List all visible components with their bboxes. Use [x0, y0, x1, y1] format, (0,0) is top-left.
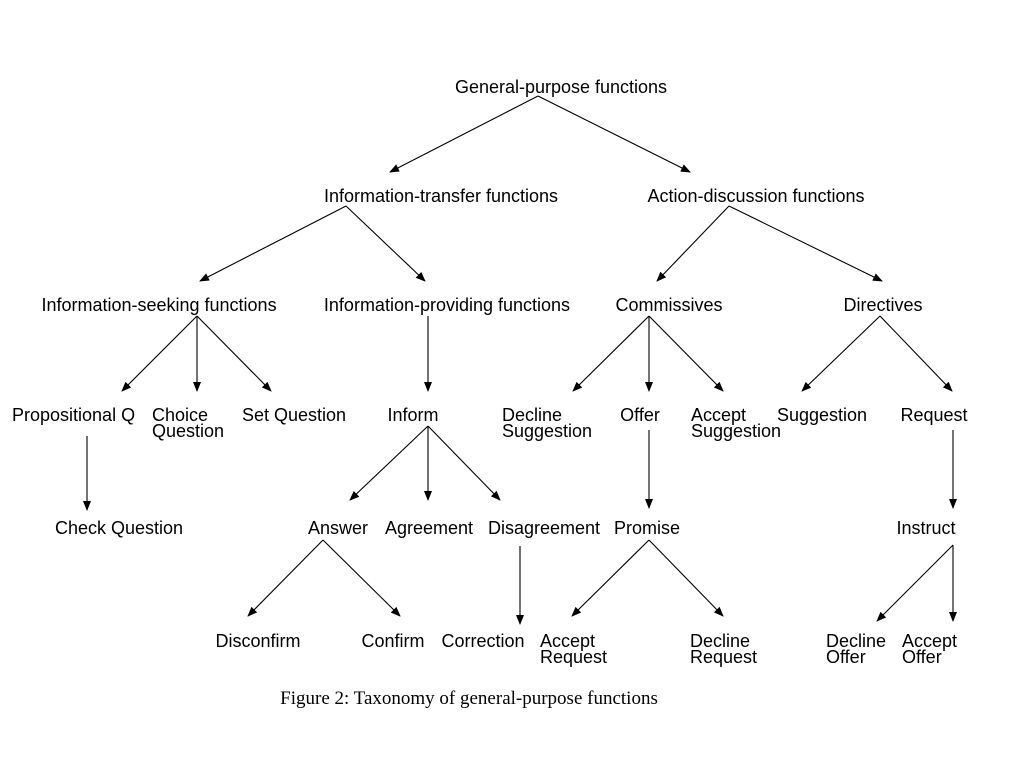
node-decline-offer-line-1: Decline [826, 631, 886, 651]
node-accept-request-line-1: Accept [540, 631, 595, 651]
node-choice-question-line-2: Question [152, 421, 224, 441]
node-info-seeking: Information-seeking functions [41, 295, 276, 315]
edge-answer-to-confirm [322, 539, 401, 617]
node-action-discussion: Action-discussion functions [647, 186, 864, 206]
edge-action-discussion-to-commissives [656, 205, 730, 282]
edge-directives-to-suggestion [801, 315, 881, 392]
node-directives: Directives [843, 295, 922, 315]
node-agreement: Agreement [385, 518, 473, 538]
node-commissives-line-1: Commissives [615, 295, 722, 315]
node-accept-offer-line-2: Offer [902, 647, 942, 667]
node-promise-line-1: Promise [614, 518, 680, 538]
node-decline-offer-line-2: Offer [826, 647, 866, 667]
node-confirm: Confirm [361, 631, 424, 651]
node-info-providing: Information-providing functions [324, 295, 570, 315]
edge-general-to-action-discussion [537, 95, 691, 173]
node-promise: Promise [614, 518, 680, 538]
node-info-transfer: Information-transfer functions [324, 186, 558, 206]
node-general: General-purpose functions [455, 77, 667, 97]
node-request-line-1: Request [900, 405, 967, 425]
node-directives-line-1: Directives [843, 295, 922, 315]
node-disconfirm: Disconfirm [215, 631, 300, 651]
node-instruct-line-1: Instruct [896, 518, 955, 538]
node-disagreement-line-1: Disagreement [488, 518, 600, 538]
node-inform-line-1: Inform [387, 405, 438, 425]
edge-directives-to-request [879, 315, 953, 392]
node-decline-request-line-2: Request [690, 647, 757, 667]
node-answer: Answer [308, 518, 368, 538]
figure-caption: Figure 2: Taxonomy of general-purpose fu… [280, 688, 658, 709]
node-offer: Offer [620, 405, 660, 425]
node-correction: Correction [441, 631, 524, 651]
node-disagreement: Disagreement [488, 518, 600, 538]
edge-answer-to-disconfirm [247, 539, 324, 617]
node-accept-suggestion-line-2: Suggestion [691, 421, 781, 441]
node-offer-line-1: Offer [620, 405, 660, 425]
edge-inform-to-answer [349, 425, 429, 501]
node-decline-suggestion-line-2: Suggestion [502, 421, 592, 441]
node-propositional-q-line-1: Propositional Q [12, 405, 135, 425]
edge-promise-to-decline-request [648, 539, 724, 617]
node-confirm-line-1: Confirm [361, 631, 424, 651]
node-accept-suggestion-line-1: Accept [691, 405, 746, 425]
edge-info-transfer-to-info-seeking [199, 205, 347, 282]
node-agreement-line-1: Agreement [385, 518, 473, 538]
node-commissives: Commissives [615, 295, 722, 315]
node-suggestion: Suggestion [777, 405, 867, 425]
edge-info-seeking-to-set-question [196, 315, 272, 392]
node-propositional-q: Propositional Q [12, 405, 135, 425]
edge-info-transfer-to-info-providing [345, 205, 426, 282]
node-correction-line-1: Correction [441, 631, 524, 651]
node-accept-offer-line-1: Accept [902, 631, 957, 651]
edge-inform-to-disagreement [427, 425, 501, 501]
node-accept-request-line-2: Request [540, 647, 607, 667]
node-action-discussion-line-1: Action-discussion functions [647, 186, 864, 206]
node-disconfirm-line-1: Disconfirm [215, 631, 300, 651]
node-check-question: Check Question [55, 518, 183, 538]
node-info-transfer-line-1: Information-transfer functions [324, 186, 558, 206]
node-check-question-line-1: Check Question [55, 518, 183, 538]
edge-commissives-to-accept-suggestion [648, 315, 724, 392]
node-choice-question-line-1: Choice [152, 405, 208, 425]
edge-commissives-to-decline-suggestion [572, 315, 650, 392]
node-instruct: Instruct [896, 518, 955, 538]
node-suggestion-line-1: Suggestion [777, 405, 867, 425]
node-request: Request [900, 405, 967, 425]
edge-general-to-info-transfer [389, 95, 539, 173]
node-info-seeking-line-1: Information-seeking functions [41, 295, 276, 315]
node-info-providing-line-1: Information-providing functions [324, 295, 570, 315]
node-inform: Inform [387, 405, 438, 425]
edge-promise-to-accept-request [571, 539, 650, 617]
node-decline-request-line-1: Decline [690, 631, 750, 651]
edge-action-discussion-to-directives [728, 205, 883, 282]
node-set-question: Set Question [242, 405, 346, 425]
edge-instruct-to-decline-offer [876, 544, 954, 622]
node-set-question-line-1: Set Question [242, 405, 346, 425]
node-answer-line-1: Answer [308, 518, 368, 538]
node-decline-suggestion-line-1: Decline [502, 405, 562, 425]
edge-info-seeking-to-propositional-q [121, 315, 198, 392]
node-general-line-1: General-purpose functions [455, 77, 667, 97]
